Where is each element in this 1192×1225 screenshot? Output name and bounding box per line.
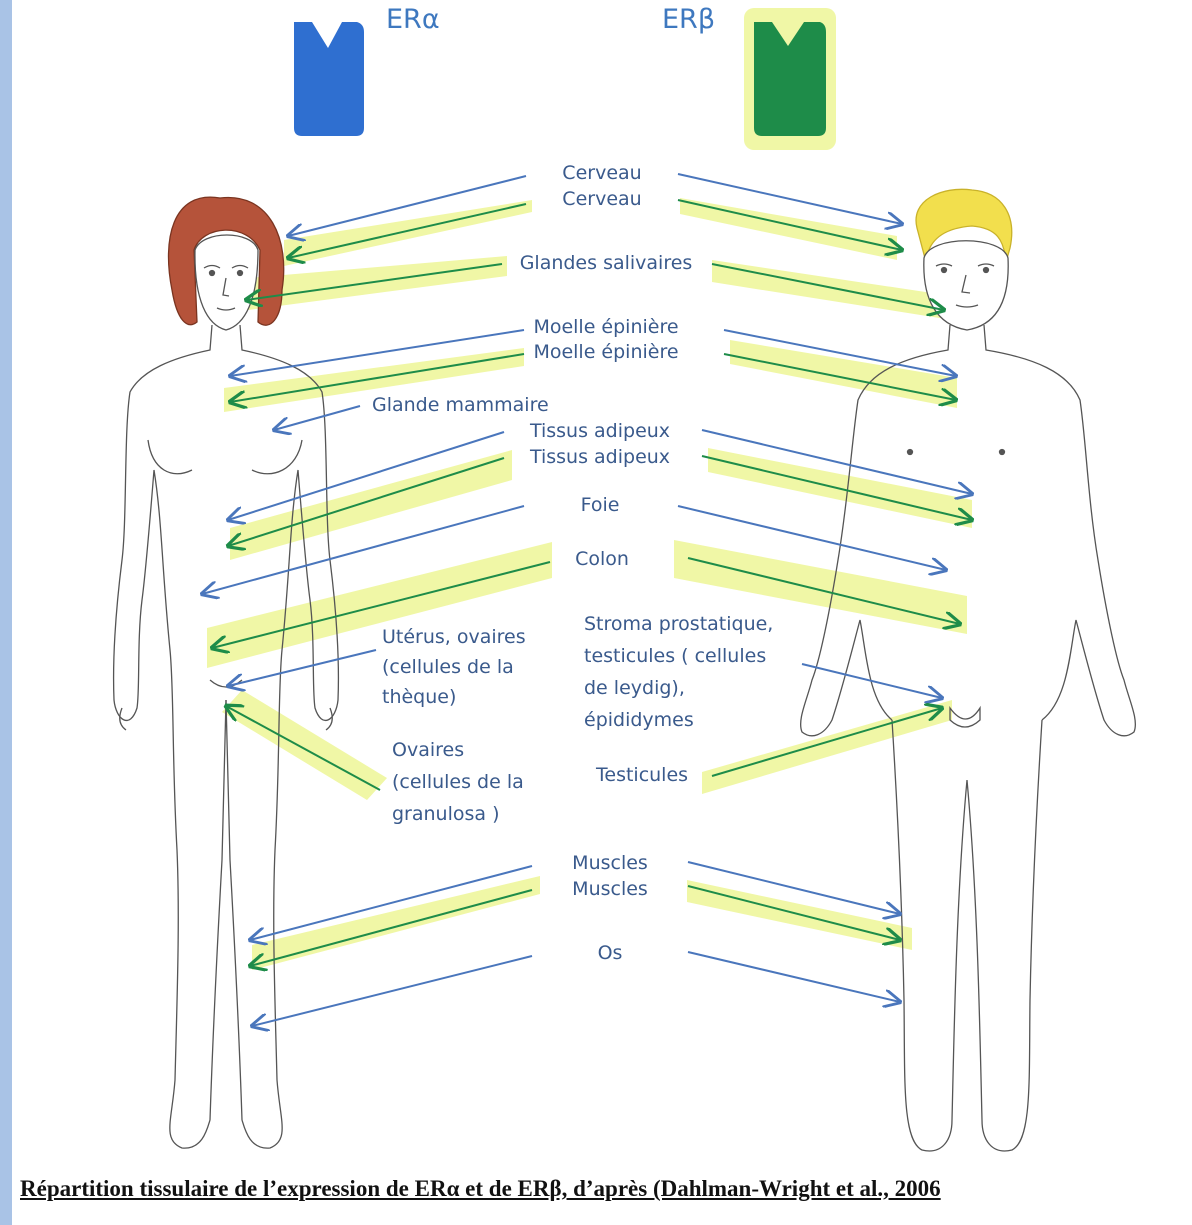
label-uterus-line-3: thèque)	[382, 682, 526, 712]
label-uterus-line-1: Utérus, ovaires	[382, 622, 526, 652]
label-cerveau-era: Cerveau	[562, 160, 641, 186]
era-header: ERα	[386, 4, 440, 35]
label-moelle-era: Moelle épinière	[533, 314, 678, 340]
label-glande-mammaire: Glande mammaire	[372, 392, 549, 418]
label-ovaires-line-1: Ovaires	[392, 734, 524, 766]
label-glandes-salivaires: Glandes salivaires	[520, 250, 693, 276]
arrow-cerveau-erb-left	[288, 204, 526, 258]
label-ovaires-granulosa: Ovaires (cellules de la granulosa )	[392, 734, 524, 830]
arrow-adipeux-erb-left	[228, 458, 504, 546]
erb-header: ERβ	[662, 4, 715, 35]
arrow-os-right	[688, 952, 900, 1002]
male-figure	[801, 189, 1136, 1151]
label-ovaires-line-3: granulosa )	[392, 798, 524, 830]
label-cerveau-erb: Cerveau	[562, 186, 641, 212]
label-ovaires-line-2: (cellules de la	[392, 766, 524, 798]
label-adipeux-era: Tissus adipeux	[530, 418, 670, 444]
label-uterus-ovaires: Utérus, ovaires (cellules de la thèque)	[382, 622, 526, 712]
label-muscles-era: Muscles	[572, 850, 648, 876]
arrow-stroma-right	[802, 664, 942, 698]
figure-caption: Répartition tissulaire de l’expression d…	[20, 1176, 941, 1202]
label-stroma-line-1: Stroma prostatique,	[584, 608, 773, 640]
label-foie: Foie	[581, 492, 620, 518]
label-moelle-erb: Moelle épinière	[533, 339, 678, 365]
label-os: Os	[598, 940, 623, 966]
figure-sheet: ERα ERβ Cerveau Cerveau Glandes salivair…	[12, 0, 1192, 1225]
label-uterus-line-2: (cellules de la	[382, 652, 526, 682]
arrow-mammaire-left	[274, 406, 360, 430]
label-testicules: Testicules	[596, 762, 688, 788]
arrow-os-left	[252, 956, 532, 1026]
label-stroma-line-2: testicules ( cellules	[584, 640, 773, 672]
label-stroma-line-3: de leydig),	[584, 672, 773, 704]
female-figure	[114, 197, 339, 1148]
arrow-ovaires-left	[226, 706, 380, 790]
label-colon: Colon	[575, 546, 629, 572]
label-adipeux-erb: Tissus adipeux	[530, 444, 670, 470]
label-stroma-prostatique: Stroma prostatique, testicules ( cellule…	[584, 608, 773, 736]
label-stroma-line-4: épididymes	[584, 704, 773, 736]
er-beta-receptor-icon	[744, 8, 836, 150]
label-muscles-erb: Muscles	[572, 876, 648, 902]
arrow-adipeux-erb-right	[702, 456, 972, 520]
arrow-cerveau-erb-right	[678, 200, 902, 250]
arrow-muscles-erb-right	[688, 886, 900, 940]
er-alpha-receptor-icon	[294, 22, 364, 136]
